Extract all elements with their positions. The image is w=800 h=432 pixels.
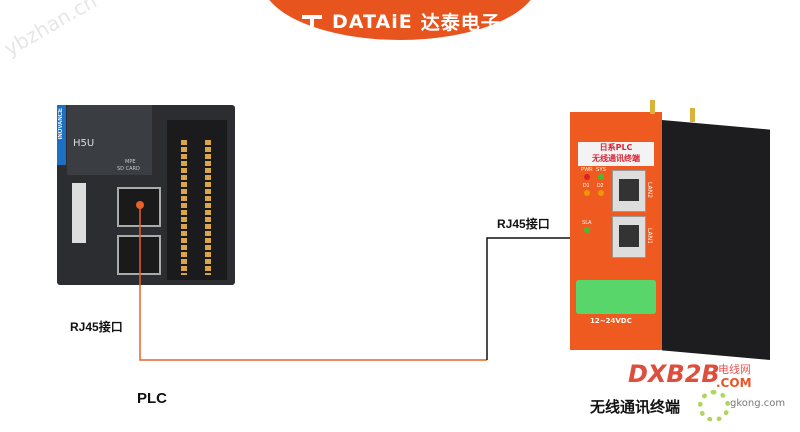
plc-rj45-port-2[interactable] — [117, 235, 161, 275]
led-sla — [584, 227, 590, 233]
plc-top-panel: H5U MPE SD CARD — [67, 105, 152, 175]
led-sys — [598, 174, 604, 180]
lan1-label: LAN1 — [646, 228, 653, 244]
led-d1-label: D1 — [583, 183, 590, 189]
led-pwr — [584, 174, 590, 180]
brand-cn: 达泰电子 — [420, 12, 501, 34]
lan2-label: LAN2 — [646, 182, 653, 198]
plc-brand-strip: INOVANCE — [57, 105, 66, 165]
antenna-icon — [690, 108, 695, 122]
rj45-label-left: RJ45接口 — [70, 320, 123, 334]
watermark-cn: 电线网 — [718, 363, 751, 376]
plc-device: INOVANCE H5U MPE SD CARD — [57, 105, 235, 285]
lan1-port[interactable] — [612, 216, 646, 258]
watermark-com: .COM — [716, 376, 752, 390]
led-d2 — [598, 190, 604, 196]
led-sys-label: SYS — [596, 167, 607, 173]
gear-icon — [698, 390, 730, 422]
terminal-title-1: 日系PLC — [599, 143, 633, 152]
watermark-dxb2b: DXB2B — [628, 360, 720, 388]
terminal-caption: 无线通讯终端 — [590, 399, 681, 416]
brand-latin: DATAiE — [332, 10, 413, 33]
terminal-title-plate: 日系PLC 无线通讯终端 — [578, 142, 654, 166]
watermark-gkong: gkong.com — [730, 398, 786, 409]
led-d2-label: D2 — [597, 183, 604, 189]
terminal-device: 日系PLC 无线通讯终端 PWR SYS D1 D2 SLA LAN2 LAN1… — [570, 112, 662, 350]
brand-logo: DATAiE 达泰电子 — [300, 8, 501, 35]
power-label: 12~24VDC — [590, 317, 632, 325]
plc-sd-card-label: SD CARD — [117, 166, 140, 172]
plc-caption: PLC — [137, 390, 167, 407]
led-d1 — [584, 190, 590, 196]
antenna-icon — [650, 100, 655, 114]
terminal-title-2: 无线通讯终端 — [592, 154, 640, 163]
plc-io-block — [167, 120, 227, 280]
plc-model: H5U — [73, 138, 95, 149]
plc-terminal-block — [72, 183, 86, 243]
rj45-label-right: RJ45接口 — [497, 217, 550, 231]
plc-port-label: MPE — [125, 159, 136, 165]
logo-icon — [302, 14, 322, 31]
led-pwr-label: PWR — [581, 167, 593, 173]
power-connector[interactable] — [576, 280, 656, 314]
led-sla-label: SLA — [582, 220, 592, 226]
ethernet-cable-plc — [139, 205, 487, 361]
terminal-side — [662, 120, 770, 360]
lan2-port[interactable] — [612, 170, 646, 212]
